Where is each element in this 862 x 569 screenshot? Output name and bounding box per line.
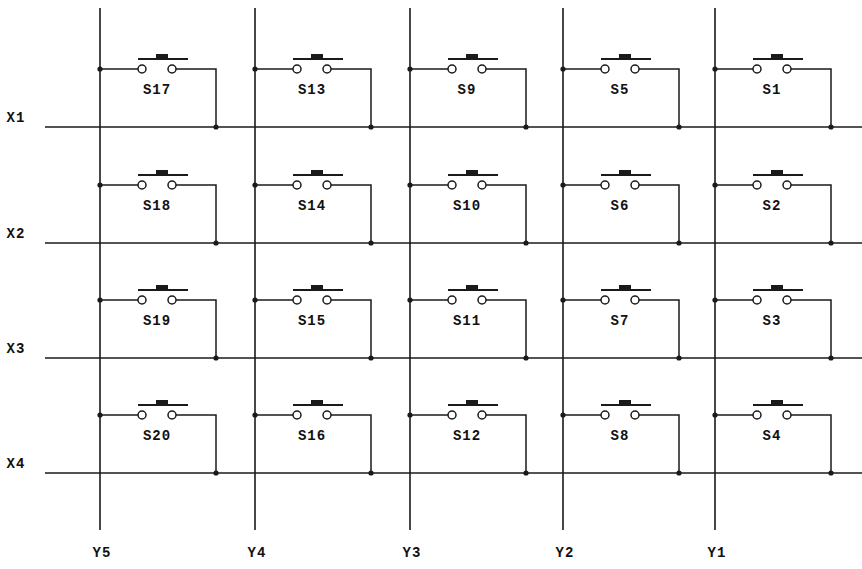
switch-label: S3 — [763, 314, 782, 328]
column-line — [409, 8, 411, 530]
column-label: Y4 — [248, 546, 267, 560]
row-line — [45, 242, 862, 244]
column-line — [714, 8, 716, 530]
push-switch-symbol — [97, 285, 218, 361]
switch-label: S18 — [143, 199, 171, 213]
column-label: Y5 — [93, 546, 112, 560]
switch-label: S17 — [143, 83, 171, 97]
row-label: X2 — [7, 227, 26, 241]
switch-label: S11 — [453, 314, 481, 328]
switch-label: S9 — [458, 83, 477, 97]
push-switch-symbol — [97, 170, 218, 246]
column-label: Y1 — [708, 546, 727, 560]
push-switch-symbol — [712, 400, 833, 476]
push-switch-symbol — [712, 54, 833, 130]
push-switch-symbol — [560, 54, 681, 130]
switch-label: S12 — [453, 429, 481, 443]
push-switch-symbol — [407, 170, 528, 246]
switch-label: S20 — [143, 429, 171, 443]
push-switch-symbol — [252, 400, 373, 476]
column-line — [562, 8, 564, 530]
push-switch-symbol — [407, 400, 528, 476]
switch-label: S7 — [611, 314, 630, 328]
push-switch-symbol — [560, 170, 681, 246]
switch-label: S8 — [611, 429, 630, 443]
switch-label: S16 — [298, 429, 326, 443]
push-switch-symbol — [252, 54, 373, 130]
switch-label: S19 — [143, 314, 171, 328]
column-label: Y2 — [556, 546, 575, 560]
switch-label: S4 — [763, 429, 782, 443]
column-label: Y3 — [403, 546, 422, 560]
switch-label: S14 — [298, 199, 326, 213]
row-label: X1 — [7, 111, 26, 125]
push-switch-symbol — [252, 170, 373, 246]
push-switch-symbol — [560, 285, 681, 361]
switch-label: S10 — [453, 199, 481, 213]
push-switch-symbol — [712, 285, 833, 361]
row-line — [45, 126, 862, 128]
switch-label: S5 — [611, 83, 630, 97]
switch-label: S1 — [763, 83, 782, 97]
push-switch-symbol — [407, 285, 528, 361]
column-line — [254, 8, 256, 530]
push-switch-symbol — [407, 54, 528, 130]
switch-label: S13 — [298, 83, 326, 97]
push-switch-symbol — [712, 170, 833, 246]
push-switch-symbol — [97, 54, 218, 130]
switch-label: S15 — [298, 314, 326, 328]
switch-label: S6 — [611, 199, 630, 213]
row-line — [45, 472, 862, 474]
row-label: X4 — [7, 457, 26, 471]
row-label: X3 — [7, 342, 26, 356]
row-line — [45, 357, 862, 359]
push-switch-symbol — [560, 400, 681, 476]
push-switch-symbol — [97, 400, 218, 476]
switch-label: S2 — [763, 199, 782, 213]
column-line — [99, 8, 101, 530]
push-switch-symbol — [252, 285, 373, 361]
